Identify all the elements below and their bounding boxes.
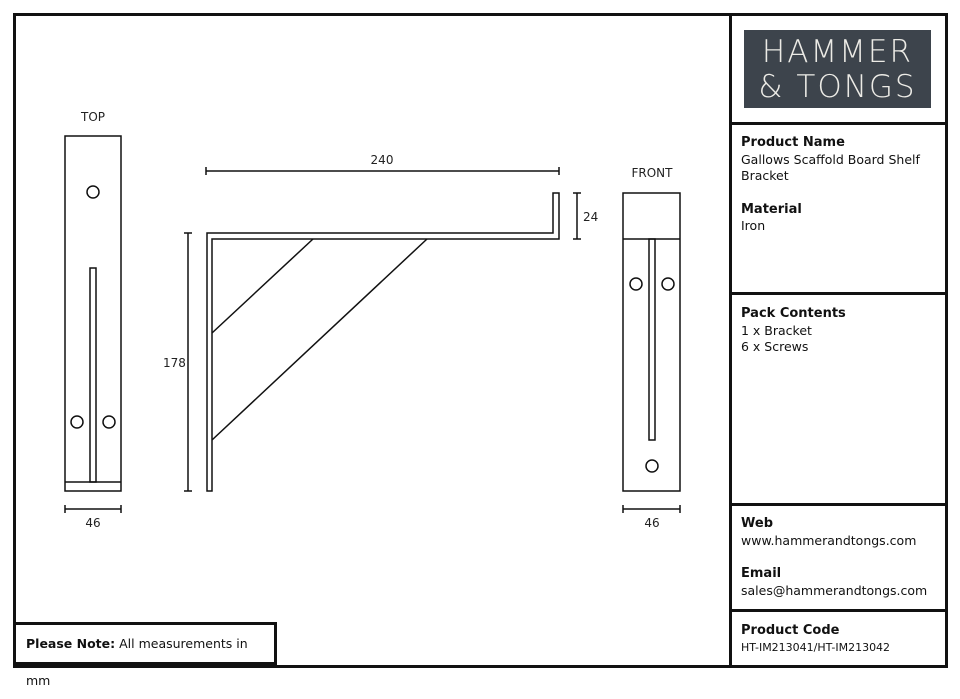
material: Iron xyxy=(741,218,766,233)
screw-hole xyxy=(645,459,659,473)
divider xyxy=(729,503,945,506)
product-name: Gallows Scaffold Board Shelf Bracket xyxy=(741,151,920,184)
product-code-label: Product Code xyxy=(741,623,840,638)
front-view: FRONT 46 xyxy=(622,166,681,530)
web-label: Web xyxy=(741,516,773,531)
web-link[interactable]: www.hammerandtongs.com xyxy=(741,532,917,548)
front-view-label: FRONT xyxy=(632,166,674,180)
top-view: TOP 46 xyxy=(64,110,122,530)
brace-short xyxy=(211,238,314,334)
divider xyxy=(729,609,945,612)
pack-item: 1 x Bracket xyxy=(741,322,812,338)
email-link[interactable]: sales@hammerandtongs.com xyxy=(741,582,928,598)
product-name-label: Product Name xyxy=(741,135,845,150)
pack-contents-label: Pack Contents xyxy=(741,306,846,321)
pack-contents: Pack Contents 1 x Bracket 6 x Screws xyxy=(741,306,941,356)
screw-hole xyxy=(629,277,643,291)
divider xyxy=(729,292,945,295)
dimension-178 xyxy=(184,232,192,492)
brace-long xyxy=(211,238,428,441)
screw-hole xyxy=(661,277,675,291)
material-label: Material xyxy=(741,201,802,217)
logo-line1: HAMMER xyxy=(761,34,914,70)
screw-hole xyxy=(86,185,100,199)
drawing-frame xyxy=(13,13,948,668)
side-view: 240 24 178 xyxy=(163,153,598,492)
bracket-outline xyxy=(206,192,560,492)
technical-drawing: TOP 46 240 24 178 FRONT xyxy=(64,110,681,530)
measurement-note: Please Note: All measurements in mm xyxy=(13,622,277,688)
product-info: Product Name Gallows Scaffold Board Shel… xyxy=(741,135,941,235)
product-code: HT-IM213041/HT-IM213042 xyxy=(741,640,891,654)
slot xyxy=(89,267,97,483)
top-width-dim: 46 xyxy=(85,516,100,530)
slot xyxy=(648,238,656,441)
dimension-46 xyxy=(64,505,122,513)
dimension-24 xyxy=(573,192,581,240)
length-dim: 240 xyxy=(371,153,394,167)
top-plate-outline xyxy=(64,135,122,492)
divider xyxy=(729,122,945,125)
dimension-240 xyxy=(205,167,560,175)
lip-dim: 24 xyxy=(583,210,598,224)
contact-info: Web www.hammerandtongs.com Email sales@h… xyxy=(741,516,941,599)
product-code-section: Product Code HT-IM213041/HT-IM213042 xyxy=(741,623,941,656)
pack-item: 6 x Screws xyxy=(741,339,809,354)
front-plate-outline xyxy=(622,192,681,492)
dimension-46 xyxy=(622,505,681,513)
front-width-dim: 46 xyxy=(644,516,659,530)
hammer-and-tongs-logo: HAMMER & TONGS xyxy=(744,30,931,108)
screw-hole xyxy=(102,415,116,429)
height-dim: 178 xyxy=(163,356,186,370)
email-label: Email xyxy=(741,566,782,581)
top-view-label: TOP xyxy=(80,110,105,124)
logo-line2: & TONGS xyxy=(758,69,917,105)
screw-hole xyxy=(70,415,84,429)
note-label: Please Note: xyxy=(26,636,116,651)
sidebar-divider xyxy=(729,13,732,665)
